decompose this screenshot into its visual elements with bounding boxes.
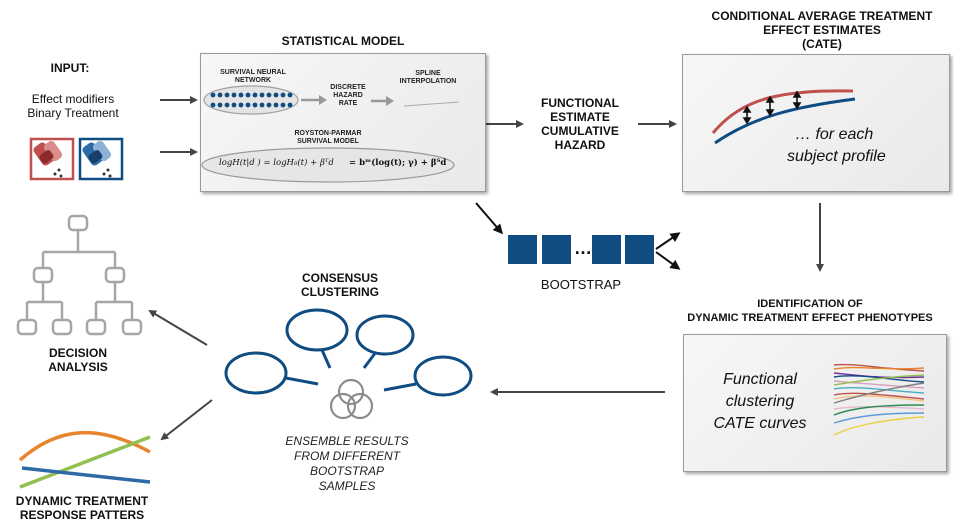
decision-tree-icon xyxy=(16,214,143,336)
cate-title-line2: EFFECT ESTIMATES xyxy=(763,23,881,37)
spline-label: SPLINE INTERPOLATION xyxy=(399,70,457,85)
discrete-hazard-label: DISCRETE HAZARD RATE xyxy=(330,84,366,107)
consensus-caption-line3: BOOTSTRAP xyxy=(309,464,384,478)
arrow-bootstrap-up xyxy=(655,232,681,250)
consensus-bubbles xyxy=(224,308,473,397)
bootstrap-samples xyxy=(508,235,654,264)
cate-caption-line1: … for each xyxy=(795,126,874,143)
functional-estimate-line3: CUMULATIVE xyxy=(541,124,619,138)
arrow-consensus-to-decision xyxy=(148,309,208,346)
consensus-title-line1: CONSENSUS xyxy=(301,271,378,285)
bootstrap-square xyxy=(542,235,571,264)
functional-estimate-label: FUNCTIONAL ESTIMATE CUMULATIVE HAZARD xyxy=(528,96,632,152)
cate-title-line1: CONDITIONAL AVERAGE TREATMENT xyxy=(711,9,933,23)
royston-parmar-label: ROYSTON-PARMAR SURVIVAL MODEL xyxy=(294,130,362,145)
identification-caption-line2: clustering xyxy=(725,393,795,410)
formula-left: logH(t|d ) = logH₀(t) + βᵀd xyxy=(219,158,334,168)
consensus-title: CONSENSUS CLUSTERING xyxy=(280,271,400,299)
patterns-line1: DYNAMIC TREATMENT xyxy=(15,494,149,508)
arrow-model-to-bootstrap xyxy=(475,202,503,235)
cate-panel: … for each subject profile xyxy=(682,54,950,192)
cate-caption-line2: subject profile xyxy=(787,148,886,165)
bootstrap-square xyxy=(508,235,537,264)
treatment-blue-icon xyxy=(78,137,124,181)
venn-icon xyxy=(329,378,374,420)
bootstrap-square xyxy=(592,235,621,264)
bootstrap-label: BOOTSTRAP xyxy=(540,277,622,292)
patterns-line2: RESPONSE PATTERS xyxy=(19,508,145,522)
functional-estimate-line1: FUNCTIONAL xyxy=(541,96,619,110)
nn-label: SURVIVAL NEURAL NETWORK xyxy=(220,69,286,84)
formula-right: = bᵐ(log(t); γ) + βᵀd xyxy=(349,158,447,168)
cluster-bubble xyxy=(413,355,473,397)
patterns-label: DYNAMIC TREATMENT RESPONSE PATTERS xyxy=(2,494,162,522)
cate-curves xyxy=(711,89,856,145)
cate-title-line3: (CATE) xyxy=(802,37,842,51)
consensus-caption: ENSEMBLE RESULTS FROM DIFFERENT BOOTSTRA… xyxy=(262,434,432,494)
clustering-curves xyxy=(833,363,925,436)
arrow-bootstrap-down xyxy=(655,251,681,270)
consensus-title-line2: CLUSTERING xyxy=(301,285,379,299)
identification-caption-line3: CATE curves xyxy=(713,415,807,432)
cluster-bubble xyxy=(285,308,349,352)
identification-caption-line1: Functional xyxy=(723,371,797,388)
consensus-caption-line1: ENSEMBLE RESULTS xyxy=(285,434,409,448)
identification-panel: Functional clustering CATE curves xyxy=(683,334,947,472)
bootstrap-ellipsis: … xyxy=(574,238,592,258)
identification-title-line1: IDENTIFICATION OF xyxy=(757,298,863,310)
identification-title: IDENTIFICATION OF DYNAMIC TREATMENT EFFE… xyxy=(666,297,954,325)
arrow-consensus-to-patterns xyxy=(160,399,213,441)
treatment-red-icon xyxy=(29,137,75,181)
decision-line2: ANALYSIS xyxy=(48,360,108,374)
input-line-binary-treatment: Binary Treatment xyxy=(27,106,119,120)
model-graphics xyxy=(201,85,460,183)
decision-label: DECISION ANALYSIS xyxy=(30,346,126,374)
identification-title-line2: DYNAMIC TREATMENT EFFECT PHENOTYPES xyxy=(687,312,933,324)
cate-title: CONDITIONAL AVERAGE TREATMENT EFFECT EST… xyxy=(692,9,952,51)
consensus-caption-line2: FROM DIFFERENT xyxy=(294,449,400,463)
bootstrap-square xyxy=(625,235,654,264)
consensus-caption-line4: SAMPLES xyxy=(318,479,376,493)
cluster-bubble xyxy=(355,314,415,356)
input-line-effect-modifiers: Effect modifiers xyxy=(31,92,115,106)
functional-estimate-line4: HAZARD xyxy=(554,138,606,152)
input-title: INPUT: xyxy=(50,61,90,75)
cluster-bubble xyxy=(224,351,288,395)
network-nodes xyxy=(210,92,293,108)
identification-caption: Functional clustering CATE curves xyxy=(706,369,814,435)
functional-estimate-line2: ESTIMATE xyxy=(550,110,610,124)
statistical-model-panel: SURVIVAL NEURAL NETWORK DISCRETE HAZARD … xyxy=(200,53,486,192)
statistical-model-title: STATISTICAL MODEL xyxy=(281,34,405,48)
response-patterns-icon xyxy=(18,430,151,489)
decision-line1: DECISION xyxy=(48,346,107,360)
